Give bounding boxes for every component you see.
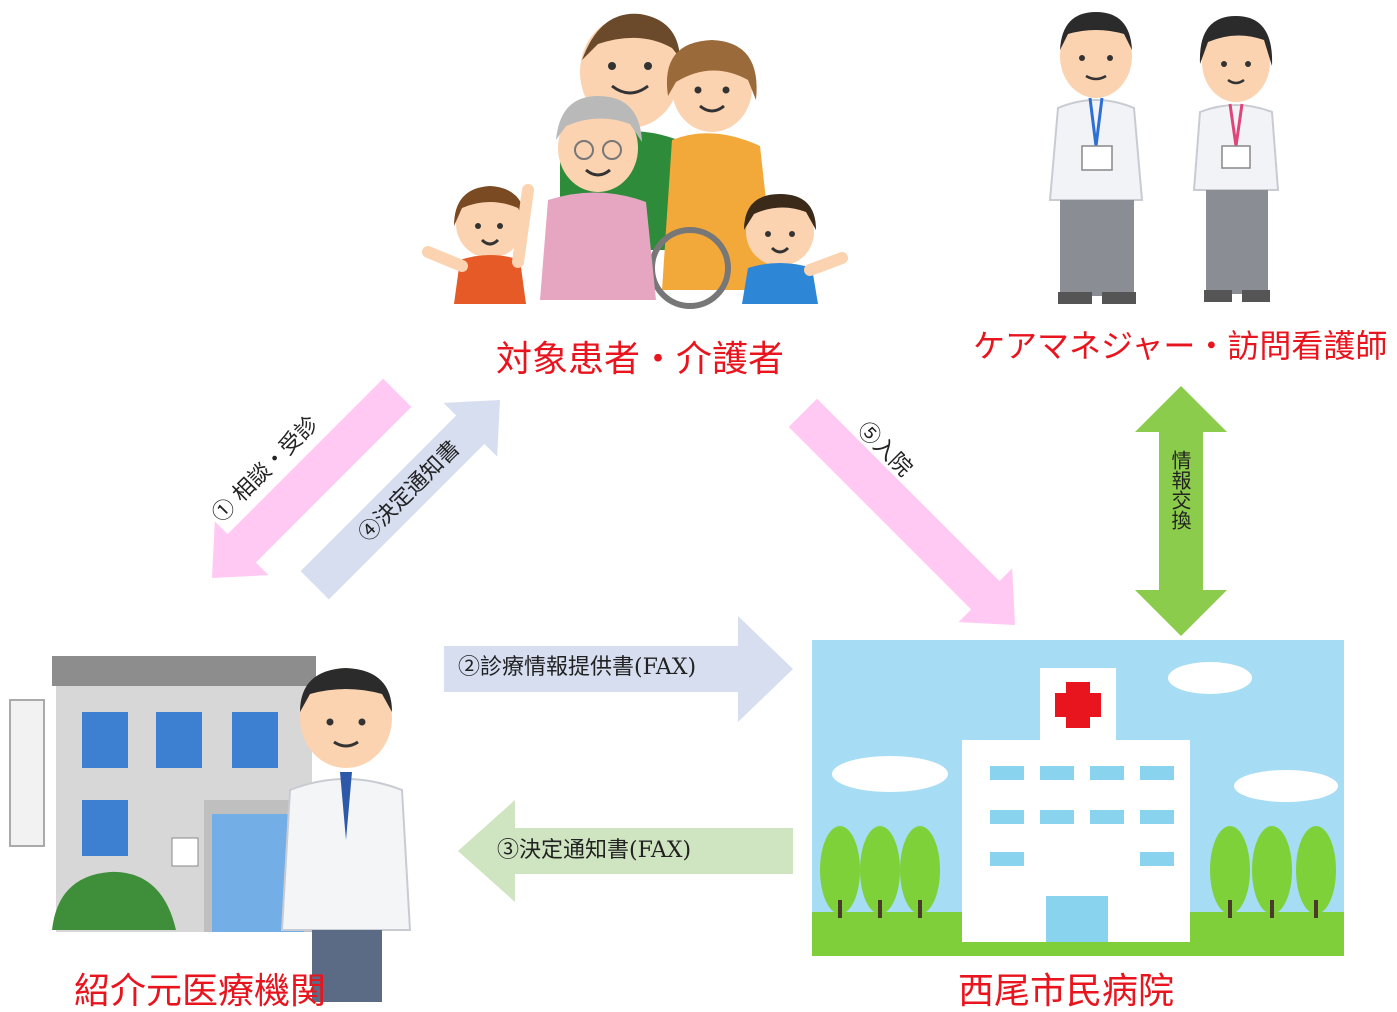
decision-fax-arrow (458, 800, 793, 902)
admission-arrow (788, 398, 1015, 625)
notice-patient-arrow (300, 400, 500, 600)
clinic-illustration (9, 656, 316, 932)
referring-institution-label: 紹介元医療機関 (74, 971, 327, 1012)
referral-fax-arrow-label: ②診療情報提供書(FAX) (458, 655, 697, 680)
doctor-illustration (280, 668, 412, 1002)
info-exchange-arrow (1135, 386, 1227, 636)
care-manager-nurse-label: ケアマネジャー・訪問看護師 (973, 327, 1388, 365)
nishio-hospital-label: 西尾市民病院 (958, 971, 1175, 1012)
patient-caregiver-label: 対象患者・介護者 (496, 339, 785, 380)
decision-fax-arrow-label: ③決定通知書(FAX) (497, 838, 692, 863)
care-manager-illustration (1048, 12, 1144, 304)
info-exchange-arrow-label: 情報交換 (1168, 450, 1192, 530)
referral-fax-arrow (444, 616, 793, 722)
visiting-nurse-illustration (1192, 16, 1280, 302)
family-illustration (422, 12, 848, 309)
hospital-illustration (812, 640, 1344, 956)
consult-arrow (212, 378, 412, 578)
